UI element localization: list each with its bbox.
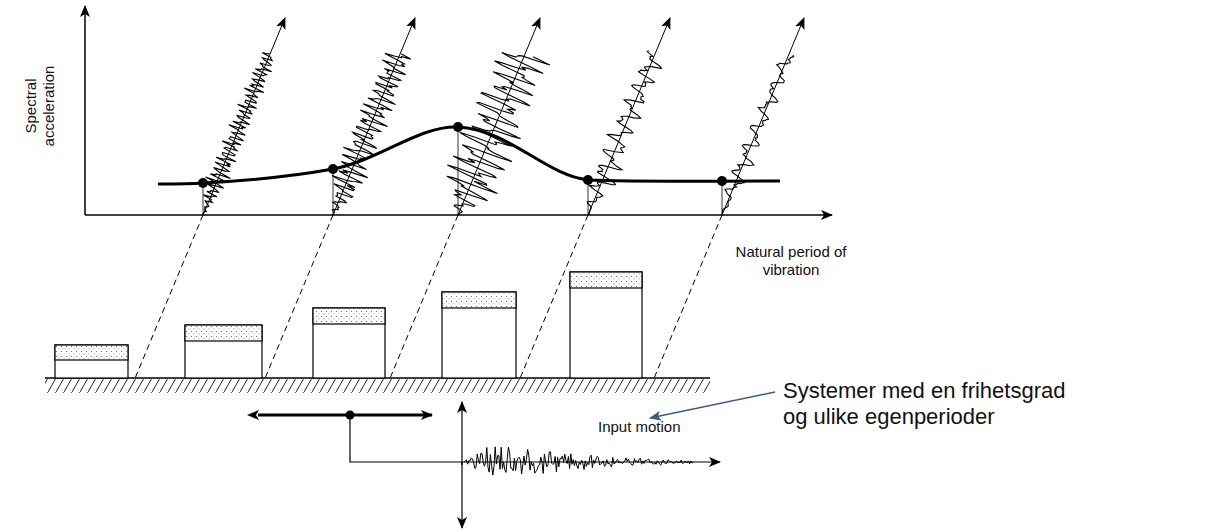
spectrum-drawing (135, 18, 804, 378)
time-axis (203, 18, 285, 215)
input-label: Input motion (598, 418, 708, 436)
axis-label: Spectral acceleration (22, 46, 58, 166)
motion-arrow (258, 414, 432, 417)
y-axis (84, 6, 86, 215)
input-record (464, 447, 693, 475)
time-axis (333, 18, 415, 215)
time-axis (588, 18, 670, 215)
spectrum-curve (158, 127, 780, 184)
callout-arrow (650, 392, 775, 418)
response-trace (203, 53, 272, 215)
response-trace (587, 51, 661, 215)
dashed-link (520, 215, 588, 378)
axis-label: Natural period of vibration (716, 243, 866, 279)
ground-hatch (45, 379, 710, 393)
dashed-link (135, 215, 203, 378)
response-trace (722, 55, 794, 215)
response-trace (332, 53, 411, 215)
response-trace (447, 53, 550, 215)
time-axis (722, 18, 804, 215)
motion-leader (350, 415, 462, 462)
sdof-systems (55, 272, 642, 378)
callout-text: Systemer med en frihetsgrad og ulike ege… (783, 378, 1083, 431)
time-axis (458, 18, 540, 215)
accelerogram (464, 447, 693, 475)
dashed-link (265, 215, 333, 378)
dashed-link (390, 215, 458, 378)
accel-axis (461, 402, 462, 465)
dashed-link (654, 215, 722, 378)
accel-axis-down (461, 462, 462, 528)
